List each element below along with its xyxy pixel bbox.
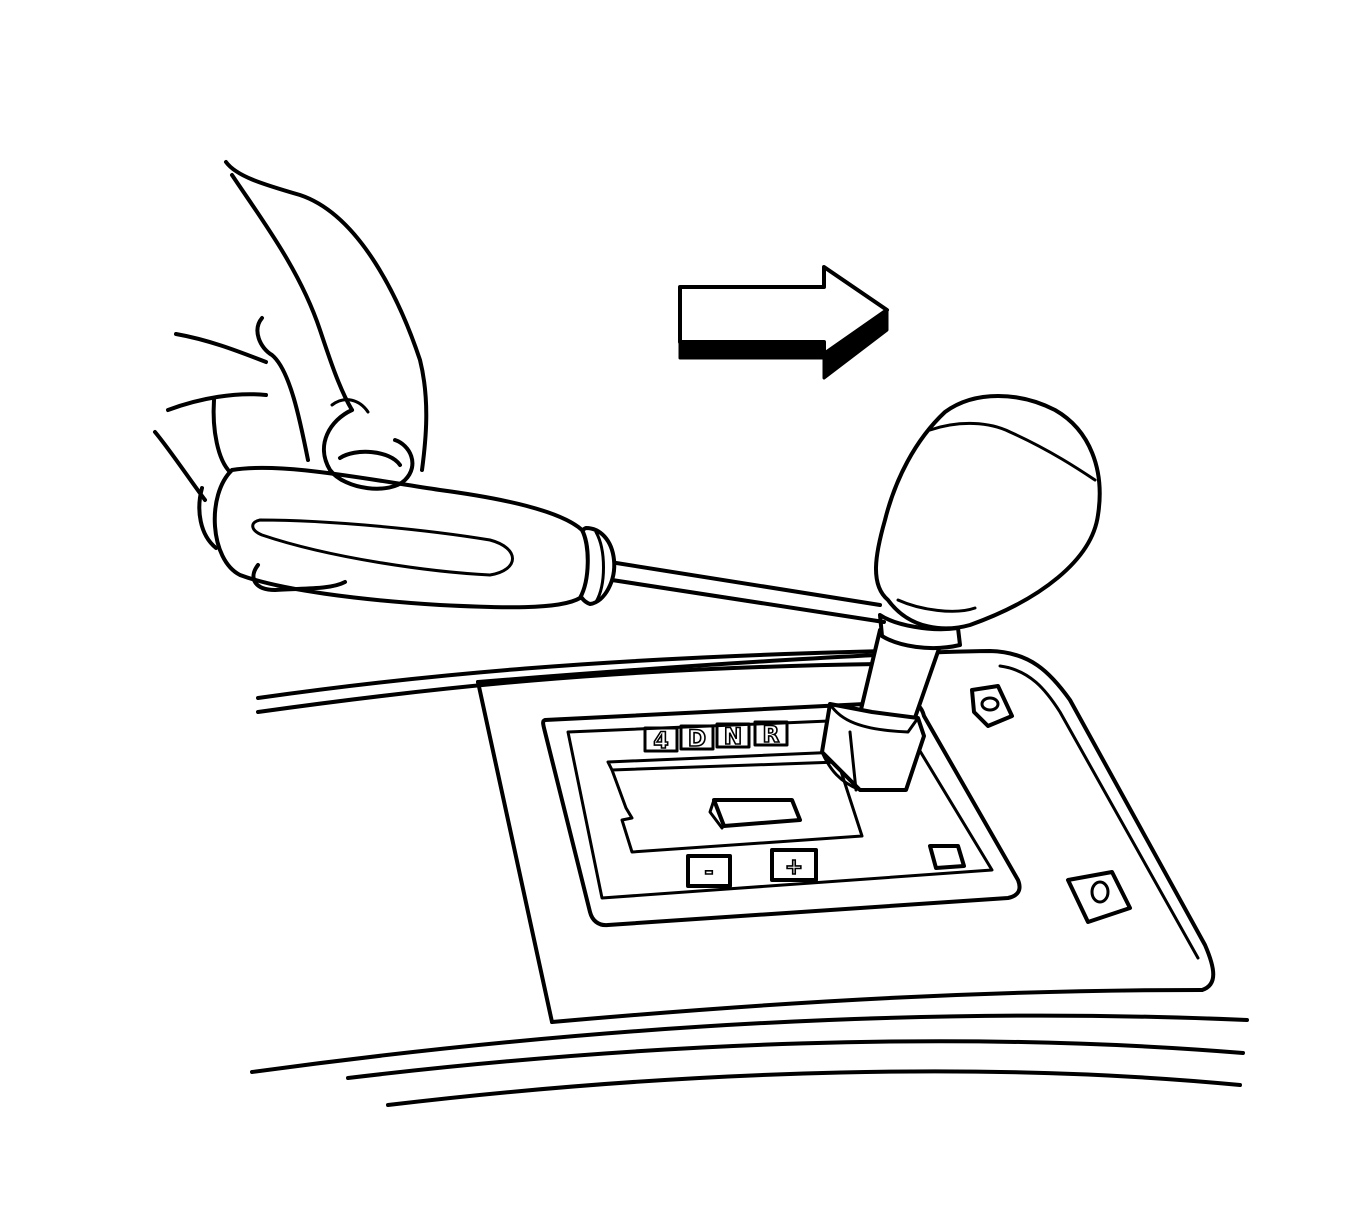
screwdriver-handle bbox=[212, 465, 590, 610]
gear-position-labels: 4 D N R - + bbox=[643, 720, 818, 888]
right-arrow-icon bbox=[678, 265, 889, 380]
svg-text:N: N bbox=[724, 725, 742, 750]
square-indicator bbox=[928, 844, 966, 870]
shift-gate-plate bbox=[541, 700, 1022, 928]
manual-plus-label: + bbox=[770, 848, 818, 882]
console-button-lower bbox=[1066, 870, 1132, 924]
svg-text:4: 4 bbox=[653, 729, 668, 754]
svg-text:D: D bbox=[688, 727, 706, 752]
manual-minus-label: - bbox=[686, 854, 732, 888]
hand bbox=[153, 160, 429, 592]
svg-text:+: + bbox=[785, 855, 803, 880]
svg-text:R: R bbox=[763, 723, 780, 748]
shift-knob bbox=[874, 394, 1102, 651]
shifter-bezel bbox=[476, 649, 1216, 1024]
console-trim bbox=[250, 649, 1249, 1107]
console-button-upper bbox=[970, 684, 1014, 728]
screwdriver bbox=[212, 465, 886, 624]
svg-text:-: - bbox=[704, 860, 713, 885]
gear-position-d: D bbox=[679, 724, 715, 753]
gear-position-r: R bbox=[753, 720, 789, 749]
gear-position-4: 4 bbox=[643, 726, 679, 755]
shift-lever bbox=[820, 628, 944, 792]
gear-position-n: N bbox=[715, 722, 751, 751]
